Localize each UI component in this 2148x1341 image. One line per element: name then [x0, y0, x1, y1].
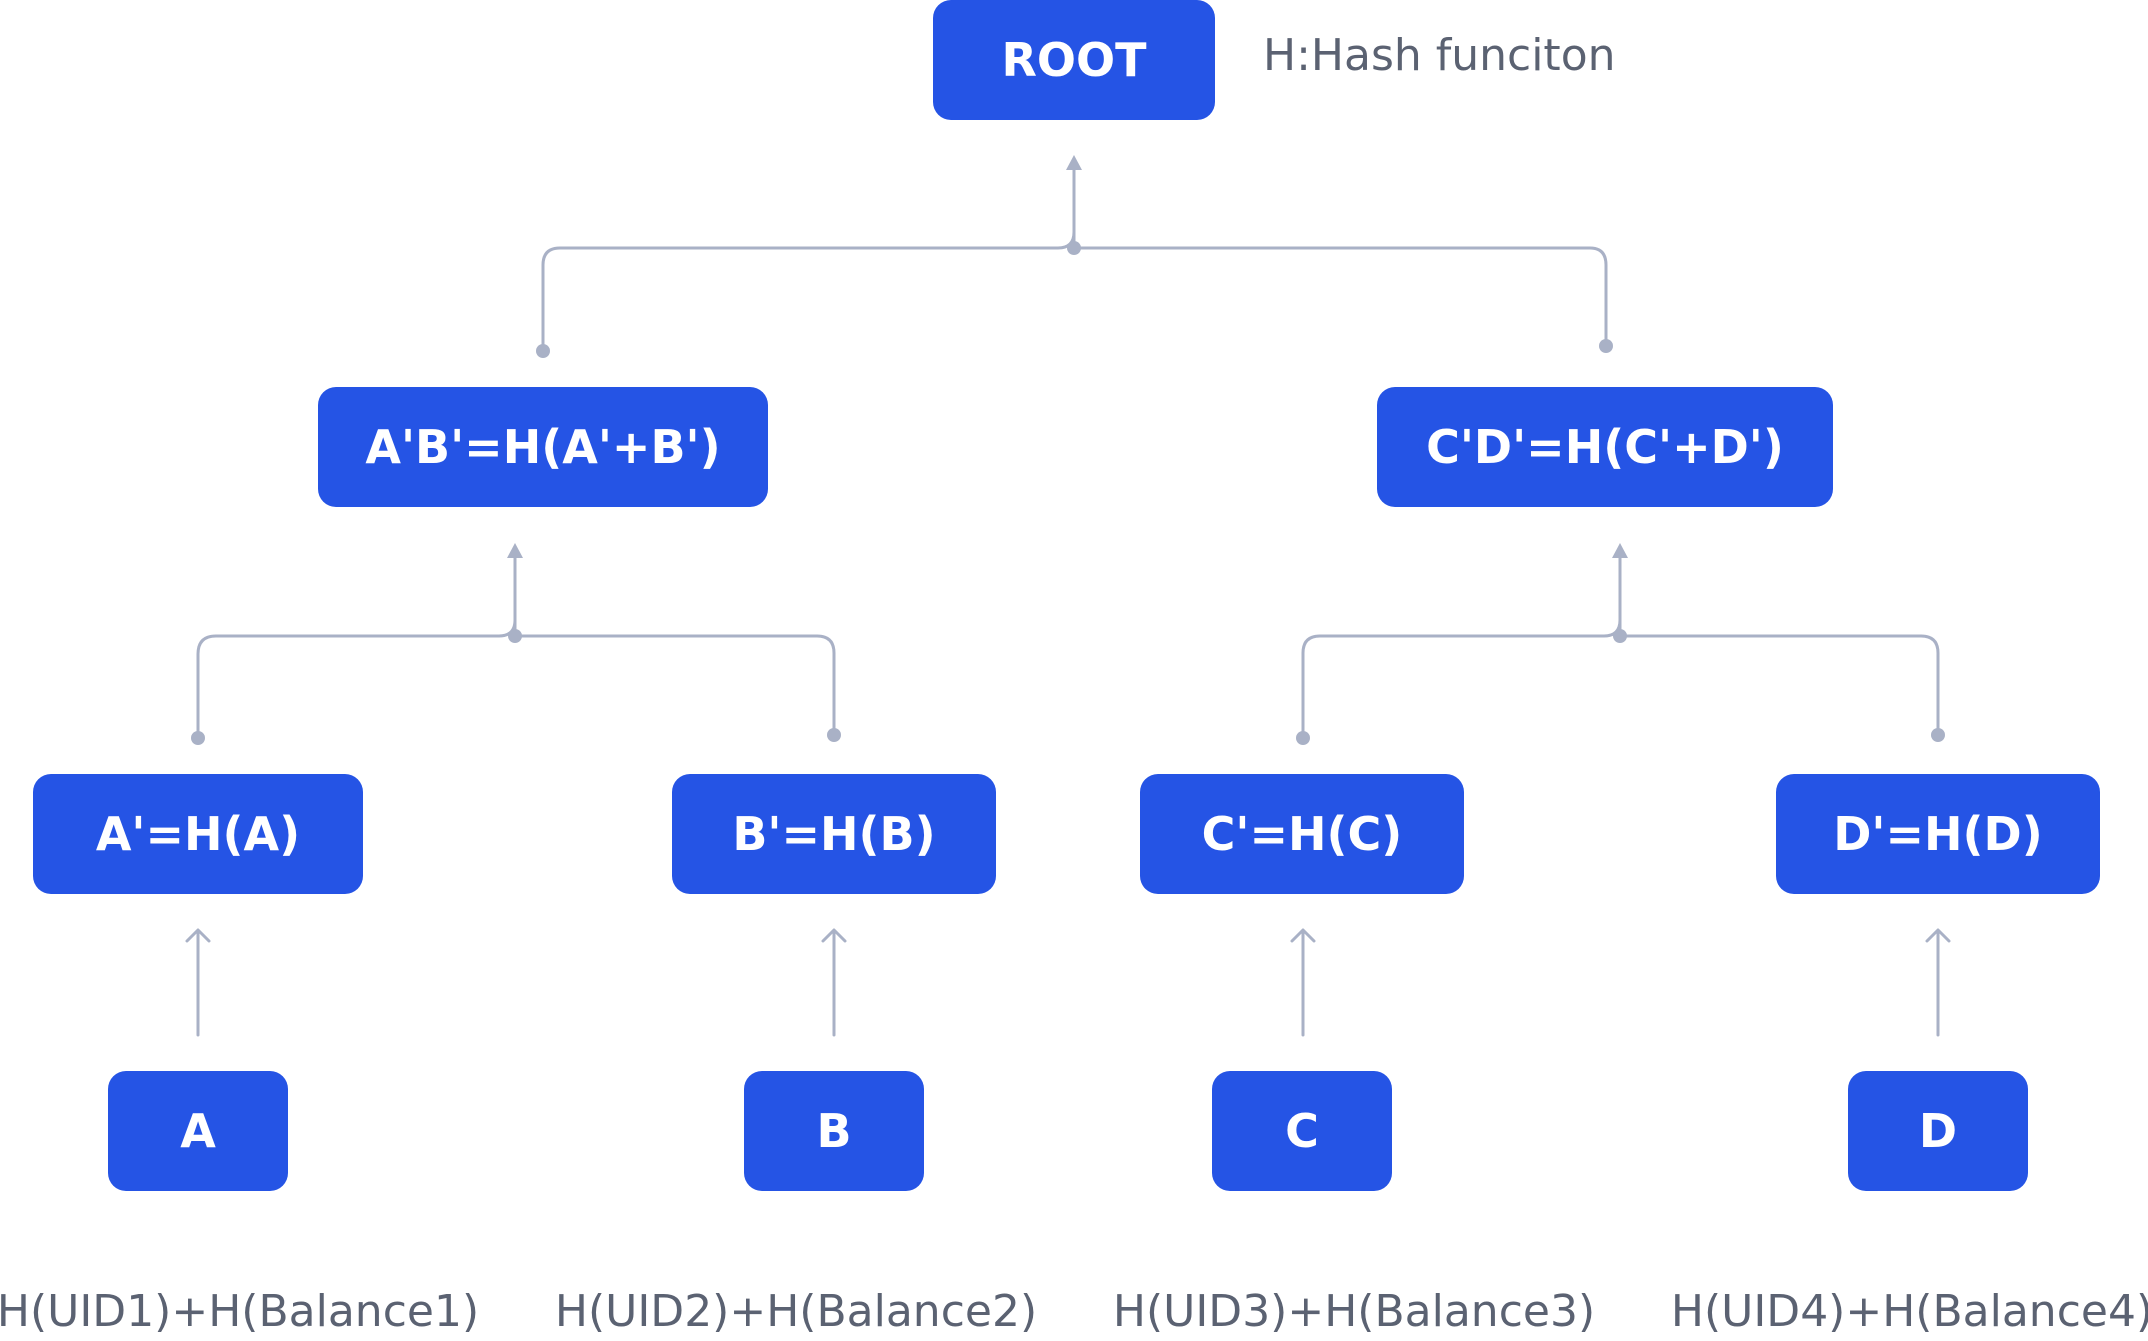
arrowhead-d — [1925, 928, 1951, 943]
arrowhead-ab — [507, 543, 523, 558]
junction-dot-root — [1067, 241, 1081, 255]
connector-root-right — [1072, 246, 1608, 348]
b-leaf-node: B — [744, 1071, 924, 1191]
endpoint-dot-ab — [536, 344, 550, 358]
root-node: ROOT — [933, 0, 1215, 120]
b-hash-node: B'=H(B) — [672, 774, 996, 894]
cd-hash-node: C'D'=H(C'+D') — [1377, 387, 1833, 507]
a-leaf-node: A — [108, 1071, 288, 1191]
root-node-label: ROOT — [1001, 33, 1147, 87]
hash-function-legend: H:Hash funciton — [1263, 30, 1616, 81]
arrowhead-cd — [1612, 543, 1628, 558]
junction-dot-ab — [508, 629, 522, 643]
arrowhead-c — [1290, 928, 1316, 943]
c-hash-node-label: C'=H(C) — [1201, 807, 1403, 861]
a-hash-node-label: A'=H(A) — [95, 807, 301, 861]
connector-ab-right — [513, 634, 836, 736]
arrowhead-a — [185, 928, 211, 943]
d-hash-node-label: D'=H(D) — [1833, 807, 2043, 861]
d-leaf-caption: H(UID4)+H(Balance4) — [1670, 1286, 2148, 1337]
endpoint-dot-a-hash — [191, 731, 205, 745]
d-hash-node: D'=H(D) — [1776, 774, 2100, 894]
a-leaf-node-label: A — [180, 1104, 216, 1158]
cd-hash-node-label: C'D'=H(C'+D') — [1426, 420, 1784, 474]
c-leaf-node-label: C — [1285, 1104, 1319, 1158]
ab-hash-node: A'B'=H(A'+B') — [318, 387, 768, 507]
arrowhead-b — [821, 928, 847, 943]
endpoint-dot-b-hash — [827, 728, 841, 742]
endpoint-dot-d-hash — [1931, 728, 1945, 742]
d-leaf-node-label: D — [1918, 1104, 1958, 1158]
connector-ab-left — [196, 618, 517, 739]
ab-hash-node-label: A'B'=H(A'+B') — [365, 420, 721, 474]
endpoint-dot-c-hash — [1296, 731, 1310, 745]
b-hash-node-label: B'=H(B) — [732, 807, 936, 861]
junction-dot-cd — [1613, 629, 1627, 643]
connector-cd-left — [1301, 618, 1622, 739]
connector-root-left — [541, 230, 1076, 352]
b-leaf-caption: H(UID2)+H(Balance2) — [554, 1286, 1038, 1337]
a-hash-node: A'=H(A) — [33, 774, 363, 894]
c-leaf-node: C — [1212, 1071, 1392, 1191]
endpoint-dot-cd — [1599, 339, 1613, 353]
d-leaf-node: D — [1848, 1071, 2028, 1191]
connector-cd-right — [1618, 634, 1940, 736]
arrowhead-root — [1066, 155, 1082, 170]
b-leaf-node-label: B — [816, 1104, 852, 1158]
c-leaf-caption: H(UID3)+H(Balance3) — [1112, 1286, 1596, 1337]
c-hash-node: C'=H(C) — [1140, 774, 1464, 894]
a-leaf-caption: H(UID1)+H(Balance1) — [0, 1286, 480, 1337]
